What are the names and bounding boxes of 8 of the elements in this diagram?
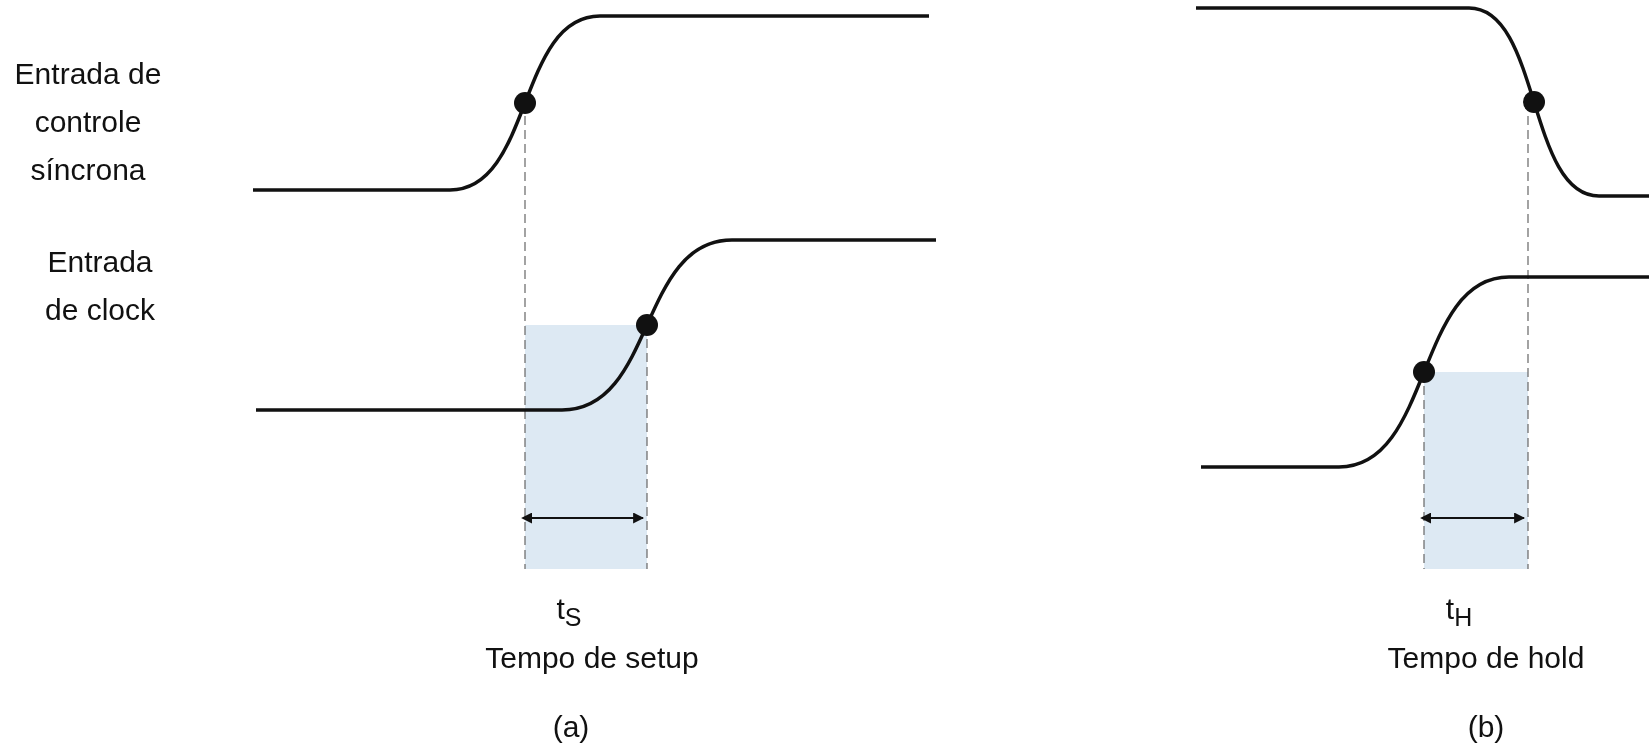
text-label: Entrada de clock	[43, 244, 157, 328]
text-label: Entrada de controle síncrona	[13, 56, 163, 188]
text-label: Tempo de hold	[1386, 640, 1586, 676]
text-label: (b)	[1466, 709, 1506, 745]
text-label: Tempo de setup	[484, 640, 700, 676]
text-label: (a)	[551, 709, 591, 745]
text-label: t$_{S}$	[555, 591, 583, 633]
text-label: t$_{H}$	[1444, 591, 1474, 633]
